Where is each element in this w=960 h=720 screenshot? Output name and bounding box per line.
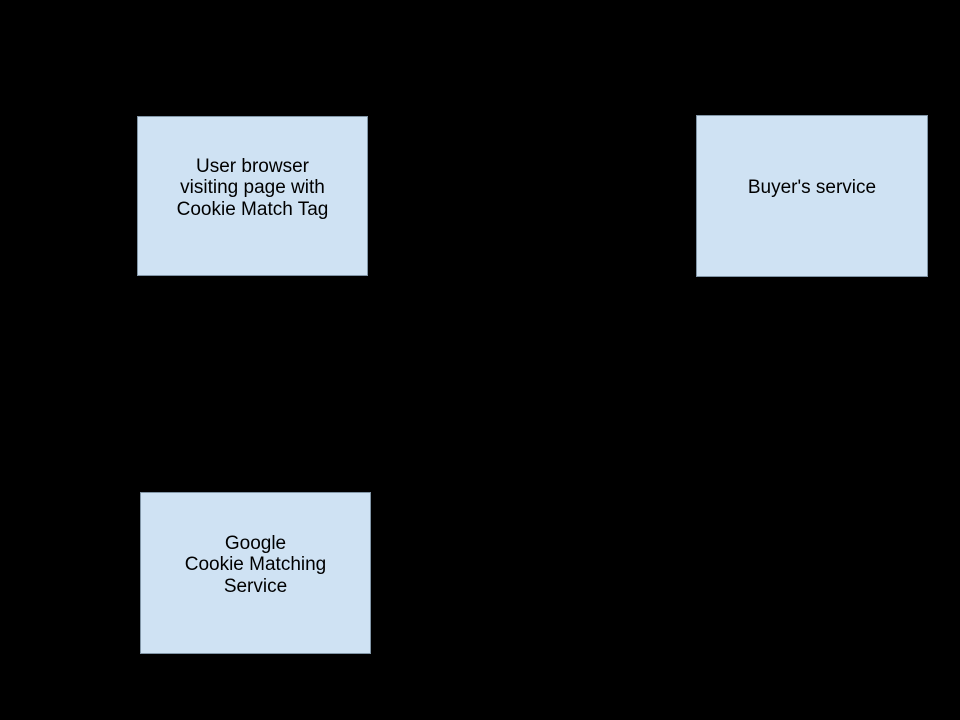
node-user-browser-label: User browser visiting page with Cookie M… <box>177 156 329 221</box>
node-google-cookie-matching-service-label: Google Cookie Matching Service <box>185 533 327 598</box>
node-label-line: Google <box>224 532 287 554</box>
node-label-line: User browser <box>196 155 309 177</box>
node-buyers-service: Buyer's service <box>696 115 928 277</box>
node-google-cookie-matching-service: Google Cookie Matching Service <box>140 492 371 654</box>
node-buyers-service-label: Buyer's service <box>748 177 876 199</box>
node-label-line: visiting page with <box>180 177 325 199</box>
node-user-browser: User browser visiting page with Cookie M… <box>137 116 368 276</box>
node-label-line: Cookie Match Tag <box>176 198 329 220</box>
node-label-line: Service <box>223 575 288 597</box>
node-label-line: Buyer's service <box>747 177 877 199</box>
node-label-line: Cookie Matching <box>184 554 327 576</box>
